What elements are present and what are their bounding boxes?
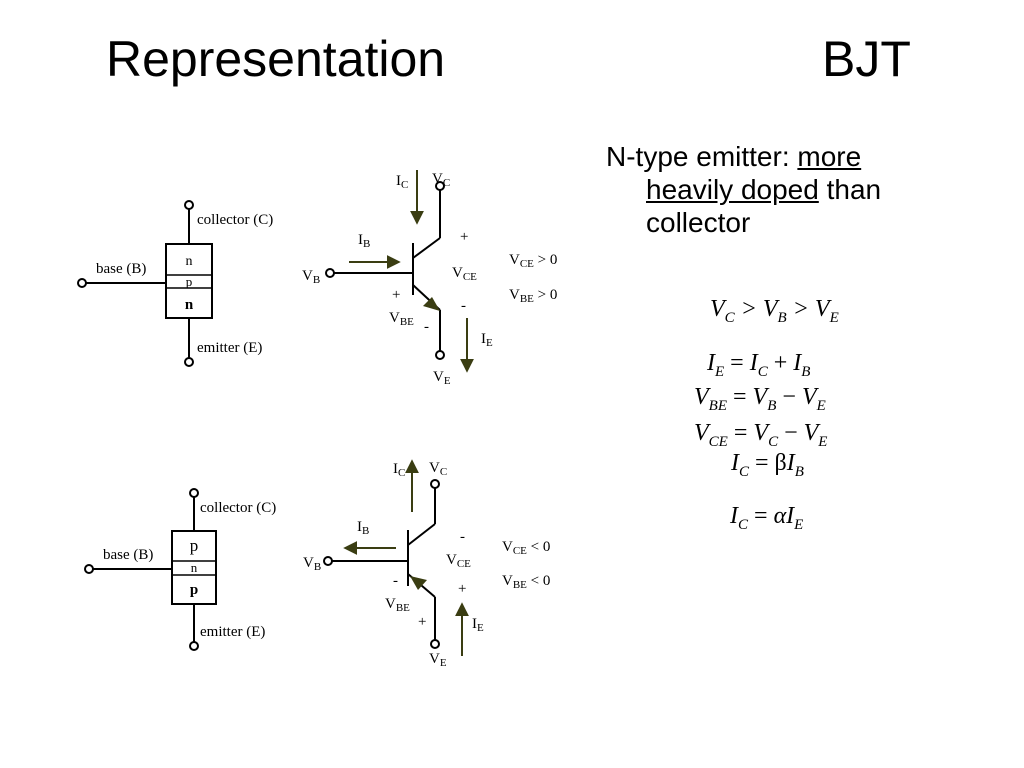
npn-layer-top: n (186, 254, 193, 269)
pnp-layer-top: p (190, 536, 199, 555)
pnp-vbe-minus: - (393, 573, 398, 589)
eq-ie: IE = IC + IB (707, 350, 811, 380)
npn-vb-label: VB (302, 268, 320, 286)
npn-vbe-condition: VBE > 0 (509, 287, 557, 305)
eq-voltage-order: VC > VB > VE (710, 296, 839, 326)
npn-emitter-label: emitter (E) (197, 340, 262, 356)
eq-beta: IC = βIB (731, 450, 804, 480)
bullet-line-2: heavily doped than (606, 173, 986, 206)
bullet-line-3: collector (646, 207, 751, 238)
eq-vce: VCE = VC − VE (694, 420, 828, 450)
npn-symbol (325, 181, 445, 360)
npn-base-label: base (B) (96, 261, 146, 277)
pnp-emitter-label: emitter (E) (200, 624, 265, 640)
bullet-text: N-type emitter: more heavily doped than … (606, 140, 986, 239)
npn-ve-label: VE (433, 369, 451, 387)
npn-ib-label: IB (358, 232, 370, 250)
npn-base-terminal (77, 278, 87, 288)
bullet-underline-heavily-doped: heavily doped (646, 174, 819, 205)
npn-collector-terminal (184, 200, 194, 210)
pnp-base-label: base (B) (103, 547, 153, 563)
npn-vce-condition: VCE > 0 (509, 252, 557, 270)
pnp-symbol (323, 479, 440, 649)
npn-vc-terminal (435, 181, 445, 191)
npn-vce-plus: + (460, 229, 468, 245)
pnp-base-terminal (84, 564, 94, 574)
npn-vbe-label: VBE (389, 310, 414, 328)
pnp-ie-label: IE (472, 616, 484, 634)
npn-vce-label: VCE (452, 265, 477, 283)
pnp-vce-minus: - (460, 529, 465, 545)
pnp-emitter-terminal (189, 641, 199, 651)
npn-ic-label: IC (396, 173, 408, 191)
npn-vc-label: VC (432, 171, 450, 189)
pnp-ib-label: IB (357, 519, 369, 537)
slide-title: Representation (106, 31, 446, 87)
pnp-layer-mid: n (191, 560, 198, 575)
bullet-prefix: N-type emitter: (606, 141, 798, 172)
npn-layer-mid: p (186, 274, 193, 289)
pnp-vb-label: VB (303, 555, 321, 573)
pnp-emitter-arrow-icon (410, 576, 427, 590)
pnp-layer-bottom: p (190, 582, 198, 598)
npn-ve-terminal (435, 350, 445, 360)
pnp-vce-condition: VCE < 0 (502, 539, 550, 557)
npn-vb-terminal (325, 268, 335, 278)
pnp-vbe-condition: VBE < 0 (502, 573, 550, 591)
pnp-vce-plus: + (458, 581, 466, 597)
pnp-vc-terminal (430, 479, 440, 489)
pnp-vb-terminal (323, 556, 333, 566)
pnp-collector-label: collector (C) (200, 500, 276, 516)
pnp-vbe-plus: + (418, 614, 426, 630)
npn-emitter-terminal (184, 357, 194, 367)
bullet-line-1: N-type emitter: more (606, 140, 986, 173)
npn-vbe-minus: - (424, 319, 429, 335)
pnp-vce-label: VCE (446, 552, 471, 570)
pnp-block-diagram (84, 488, 217, 651)
eq-vbe: VBE = VB − VE (694, 384, 826, 414)
npn-block-diagram (77, 200, 213, 367)
slide-title-bjt: BJT (822, 31, 911, 87)
npn-vbe-plus: + (392, 287, 400, 303)
npn-ie-label: IE (481, 331, 493, 349)
pnp-vbe-label: VBE (385, 596, 410, 614)
npn-vce-minus: - (461, 298, 466, 314)
pnp-ic-label: IC (393, 461, 405, 479)
npn-emitter-arrow-icon (423, 297, 440, 311)
npn-layer-bottom: n (185, 297, 194, 313)
npn-layer-box (165, 243, 213, 319)
eq-alpha: IC = αIE (730, 503, 804, 533)
pnp-ve-terminal (430, 639, 440, 649)
pnp-vc-label: VC (429, 460, 447, 478)
pnp-ve-label: VE (429, 651, 447, 669)
npn-collector-label: collector (C) (197, 212, 273, 228)
pnp-collector-terminal (189, 488, 199, 498)
bullet-underline-more: more (797, 141, 862, 172)
bullet-suffix: than (818, 174, 882, 205)
